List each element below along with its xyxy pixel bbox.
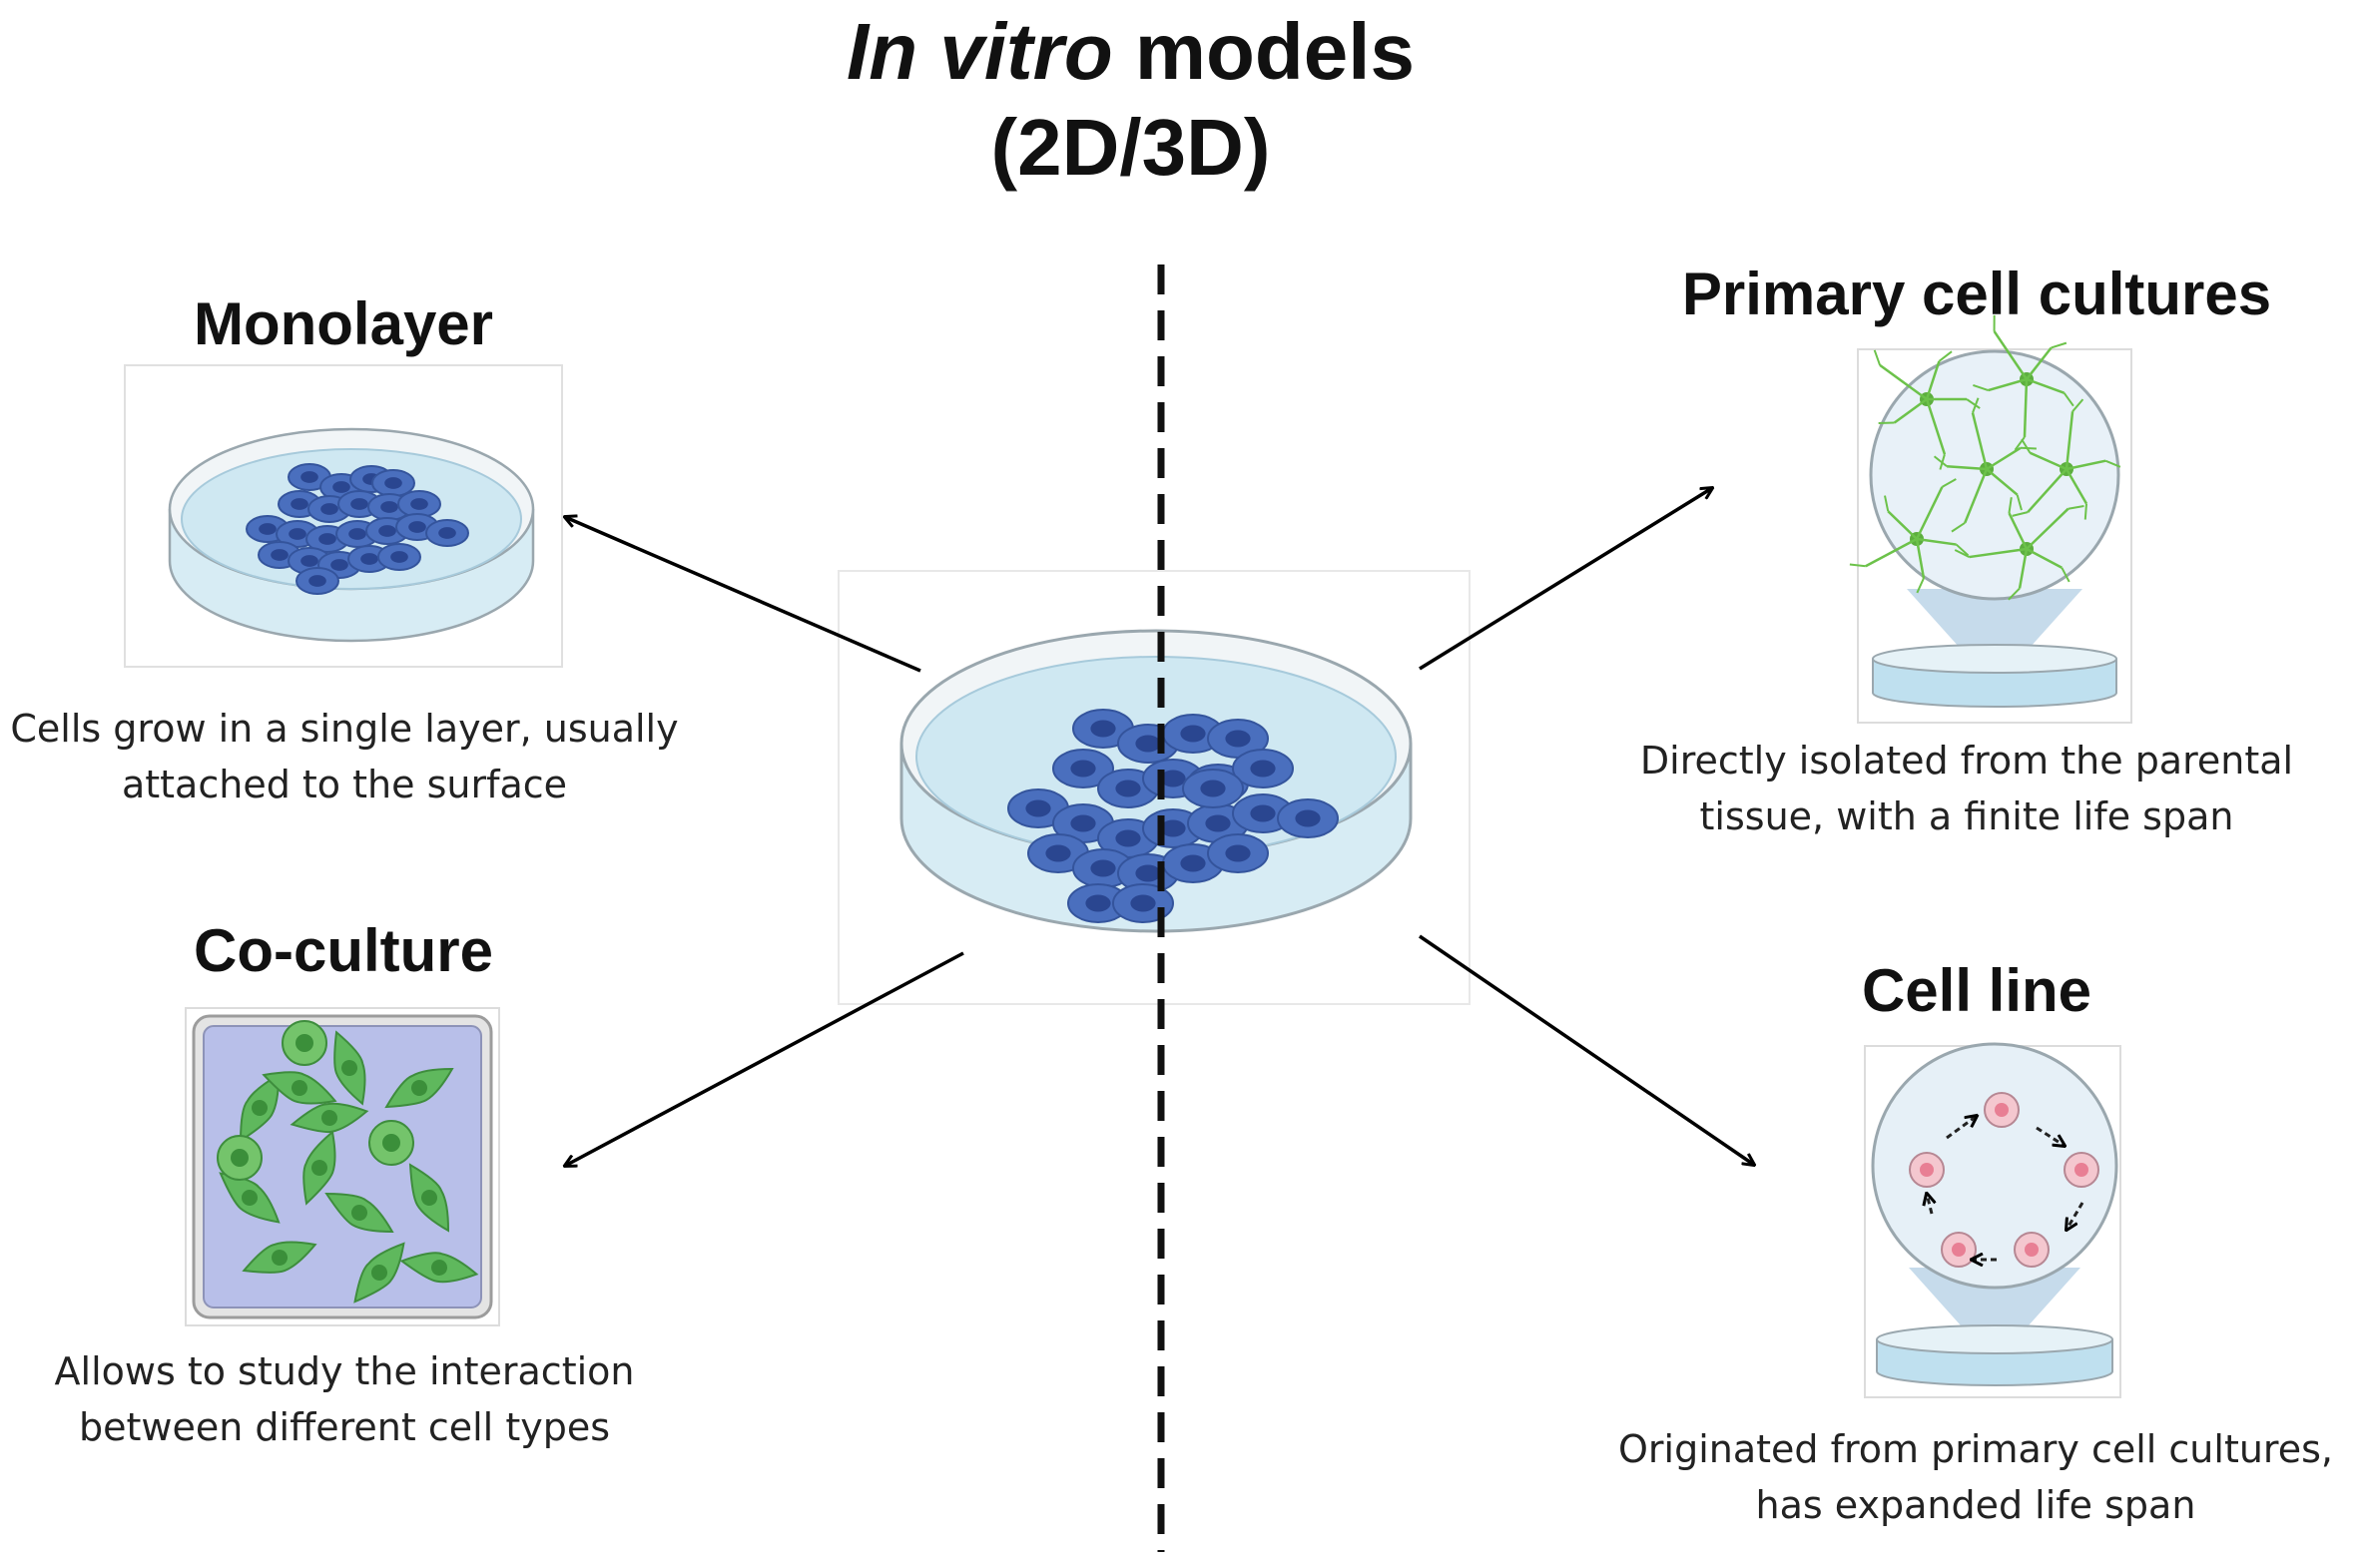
primary-description: Directly isolated from the parental tiss… xyxy=(1557,733,2364,844)
coculture-heading: Co-culture xyxy=(194,917,493,984)
cellline-heading: Cell line xyxy=(1861,957,2092,1024)
title-italic: In vitro xyxy=(847,7,1113,96)
monolayer-desc-line1: Cells grow in a single layer, usually xyxy=(10,707,679,751)
arrow-to-primary xyxy=(1419,488,1712,671)
coculture-image xyxy=(185,1007,500,1326)
arrow-to-monolayer xyxy=(565,517,921,673)
cellline-description: Originated from primary cell cultures, h… xyxy=(1587,1421,2364,1533)
coculture-desc-line2: between different cell types xyxy=(78,1405,611,1449)
arrow-to-cellline xyxy=(1419,934,1754,1165)
primary-culture-image xyxy=(1849,314,2132,724)
title-rest: models xyxy=(1112,7,1415,96)
page-title: In vitro models (2D/3D) xyxy=(0,4,2261,196)
coculture-desc-line1: Allows to study the interaction xyxy=(54,1349,635,1393)
central-petri-dish xyxy=(899,629,1413,933)
cellline-image xyxy=(1864,1042,2121,1398)
cellline-desc-line1: Originated from primary cell cultures, xyxy=(1618,1427,2333,1471)
arrow-to-coculture xyxy=(565,951,964,1166)
primary-heading: Primary cell cultures xyxy=(1681,261,2272,327)
monolayer-description: Cells grow in a single layer, usually at… xyxy=(0,701,689,812)
coculture-description: Allows to study the interaction between … xyxy=(0,1343,689,1455)
monolayer-desc-line2: attached to the surface xyxy=(121,763,568,806)
monolayer-heading: Monolayer xyxy=(193,290,494,357)
primary-desc-line2: tissue, with a finite life span xyxy=(1699,794,2234,838)
monolayer-petri-dish xyxy=(168,427,535,643)
title-subtitle: (2D/3D) xyxy=(990,103,1271,192)
primary-desc-line1: Directly isolated from the parental xyxy=(1639,739,2294,783)
cellline-desc-line2: has expanded life span xyxy=(1755,1483,2196,1527)
